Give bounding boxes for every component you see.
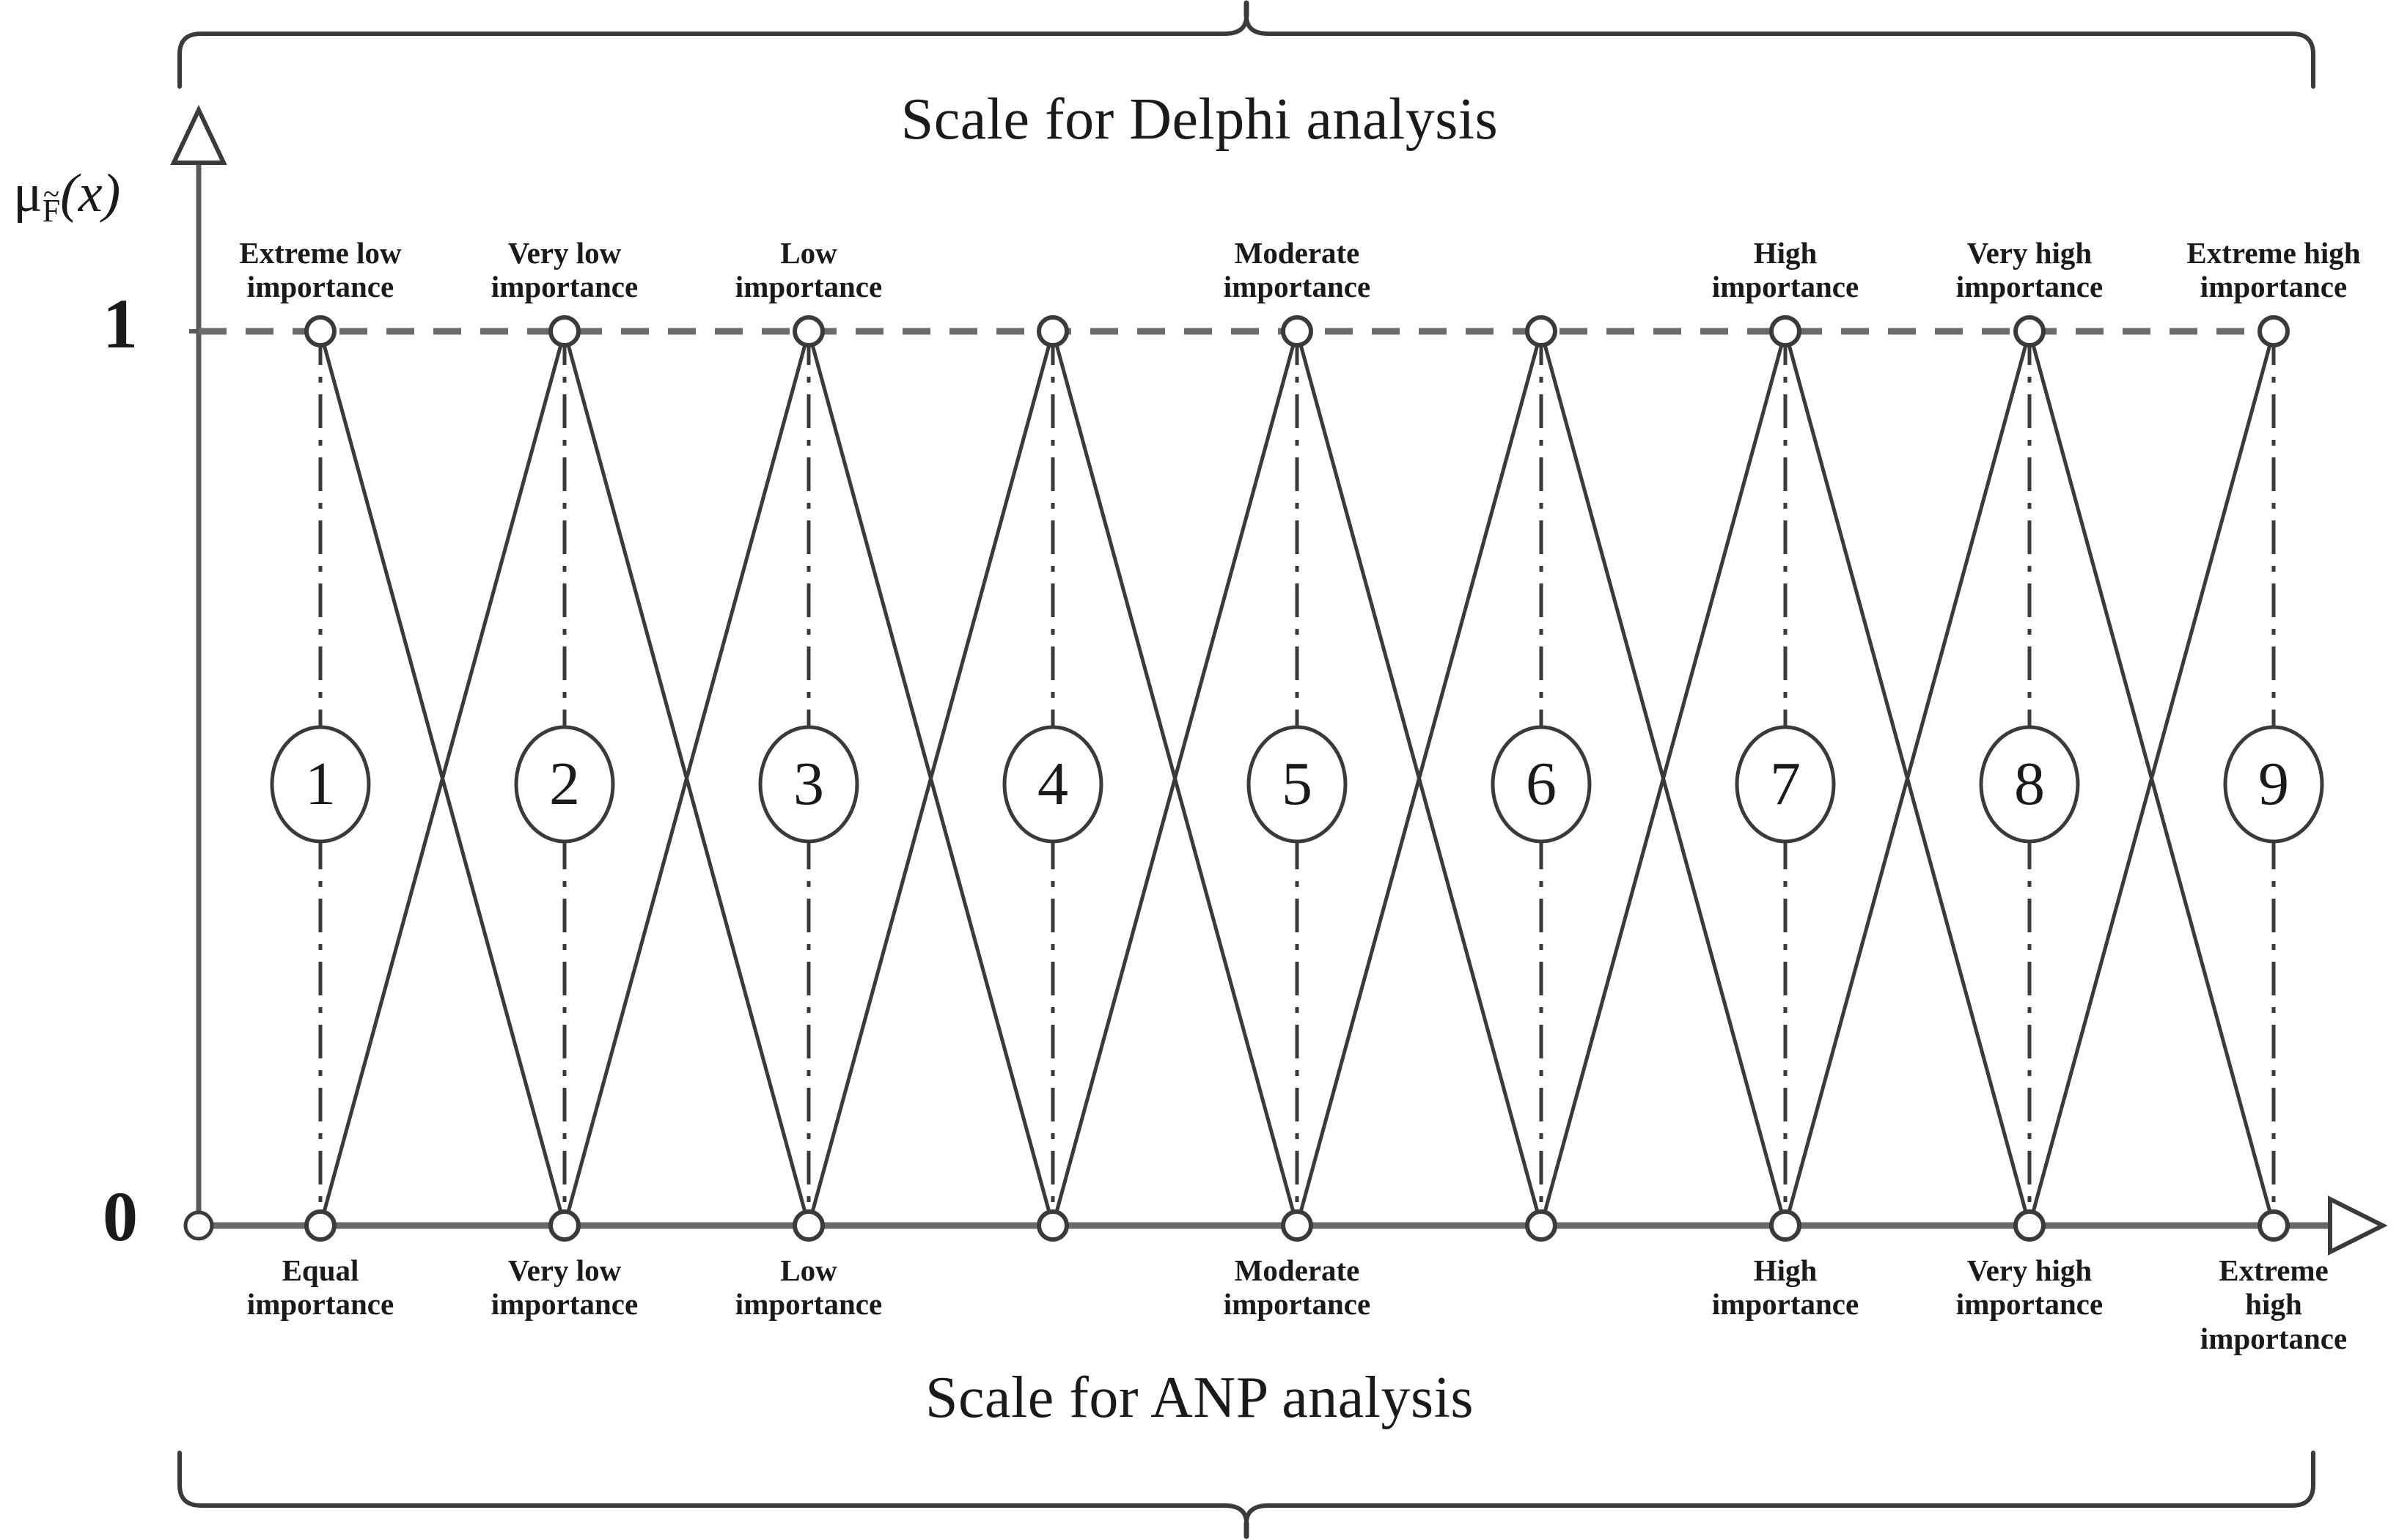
bottom-tick-label-9-line3: importance — [2200, 1321, 2348, 1355]
bottom-tick-label-1: Equal importance — [188, 1253, 452, 1322]
y-axis-arrowhead — [170, 104, 227, 165]
top-tick-label-5-line2: importance — [1223, 270, 1371, 304]
top-tick-label-2-line1: Very low — [507, 236, 622, 270]
x-axis-arrowhead — [2328, 1195, 2388, 1256]
y-axis-label: μ~F(x) — [13, 163, 120, 229]
top-scale-title: Scale for Delphi analysis — [900, 87, 1499, 152]
bottom-tick-label-3-line1: Low — [780, 1253, 837, 1287]
apex-markers — [304, 315, 2290, 347]
f-tilde-subscript: ~F — [42, 177, 61, 229]
y-axis — [170, 104, 227, 1226]
tilde-accent: ~ — [43, 177, 59, 210]
top-tick-label-9-line1: Extreme high — [2186, 236, 2361, 270]
bottom-scale-title: Scale for ANP analysis — [925, 1366, 1474, 1430]
bottom-tick-label-7: High importance — [1653, 1253, 1917, 1322]
top-tick-label-1: Extreme low importance — [188, 236, 452, 304]
bottom-tick-label-9-line1: Extreme — [2219, 1253, 2329, 1287]
base-markers — [304, 1209, 2290, 1242]
bottom-tick-label-1-line1: Equal — [282, 1253, 359, 1287]
fuzzy-number-9: 9 — [2258, 750, 2289, 818]
mu-symbol: μ — [13, 163, 43, 224]
bottom-tick-label-5-line1: Moderate — [1234, 1253, 1360, 1287]
bottom-tick-label-3-line2: importance — [735, 1287, 883, 1322]
bottom-tick-label-2: Very low importance — [433, 1253, 697, 1322]
bottom-tick-label-9-line2: high — [2245, 1287, 2302, 1322]
fuzzy-number-4: 4 — [1037, 750, 1068, 818]
bottom-tick-label-1-line2: importance — [246, 1287, 394, 1322]
bottom-tick-label-5: Moderate importance — [1165, 1253, 1429, 1322]
top-tick-label-3-line2: importance — [735, 270, 883, 304]
x-argument: (x) — [60, 163, 121, 224]
y-tick-zero: 0 — [103, 1177, 138, 1256]
origin-marker — [183, 1210, 214, 1241]
fuzzy-number-8: 8 — [2014, 750, 2045, 818]
top-tick-label-2-line2: importance — [491, 270, 639, 304]
bottom-tick-label-7-line1: High — [1753, 1253, 1818, 1287]
bottom-tick-label-8-line1: Very high — [1966, 1253, 2093, 1287]
fuzzy-number-6: 6 — [1526, 750, 1557, 818]
top-tick-label-5: Moderate importance — [1165, 236, 1429, 304]
top-tick-label-8-line1: Very high — [1966, 236, 2093, 270]
top-tick-label-3-line1: Low — [780, 236, 837, 270]
bottom-tick-label-7-line2: importance — [1711, 1287, 1859, 1322]
membership-triangles — [318, 329, 2276, 1228]
top-tick-label-9-line2: importance — [2200, 270, 2348, 304]
top-tick-label-2: Very low importance — [433, 236, 697, 304]
bottom-brace — [177, 1451, 2315, 1539]
bottom-tick-label-5-line2: importance — [1223, 1287, 1371, 1322]
fuzzy-number-2: 2 — [549, 750, 580, 818]
top-tick-label-9: Extreme high importance — [2142, 236, 2399, 304]
top-tick-label-8: Very high importance — [1897, 236, 2161, 304]
top-tick-label-7-line2: importance — [1711, 270, 1859, 304]
top-brace — [177, 0, 2315, 89]
top-tick-label-1-line1: Extreme low — [239, 236, 402, 270]
number-circles — [270, 725, 2324, 844]
bottom-tick-label-8-line2: importance — [1955, 1287, 2104, 1322]
bottom-tick-label-8: Very high importance — [1897, 1253, 2161, 1322]
bottom-tick-label-9: Extreme high importance — [2171, 1253, 2376, 1355]
top-tick-label-3: Low importance — [677, 236, 941, 304]
top-tick-label-5-line1: Moderate — [1234, 236, 1360, 270]
fuzzy-number-1: 1 — [305, 750, 336, 818]
y-tick-one: 1 — [103, 284, 138, 363]
f-letter: F — [42, 193, 61, 229]
fuzzy-number-5: 5 — [1282, 750, 1312, 818]
bottom-tick-label-2-line2: importance — [491, 1287, 639, 1322]
top-tick-label-8-line2: importance — [1955, 270, 2104, 304]
fuzzy-number-3: 3 — [793, 750, 824, 818]
top-tick-label-7-line1: High — [1753, 236, 1818, 270]
top-tick-label-1-line2: importance — [246, 270, 394, 304]
bottom-tick-label-3: Low importance — [677, 1253, 941, 1322]
top-tick-label-7: High importance — [1653, 236, 1917, 304]
bottom-tick-label-2-line1: Very low — [507, 1253, 622, 1287]
fuzzy-number-7: 7 — [1770, 750, 1801, 818]
